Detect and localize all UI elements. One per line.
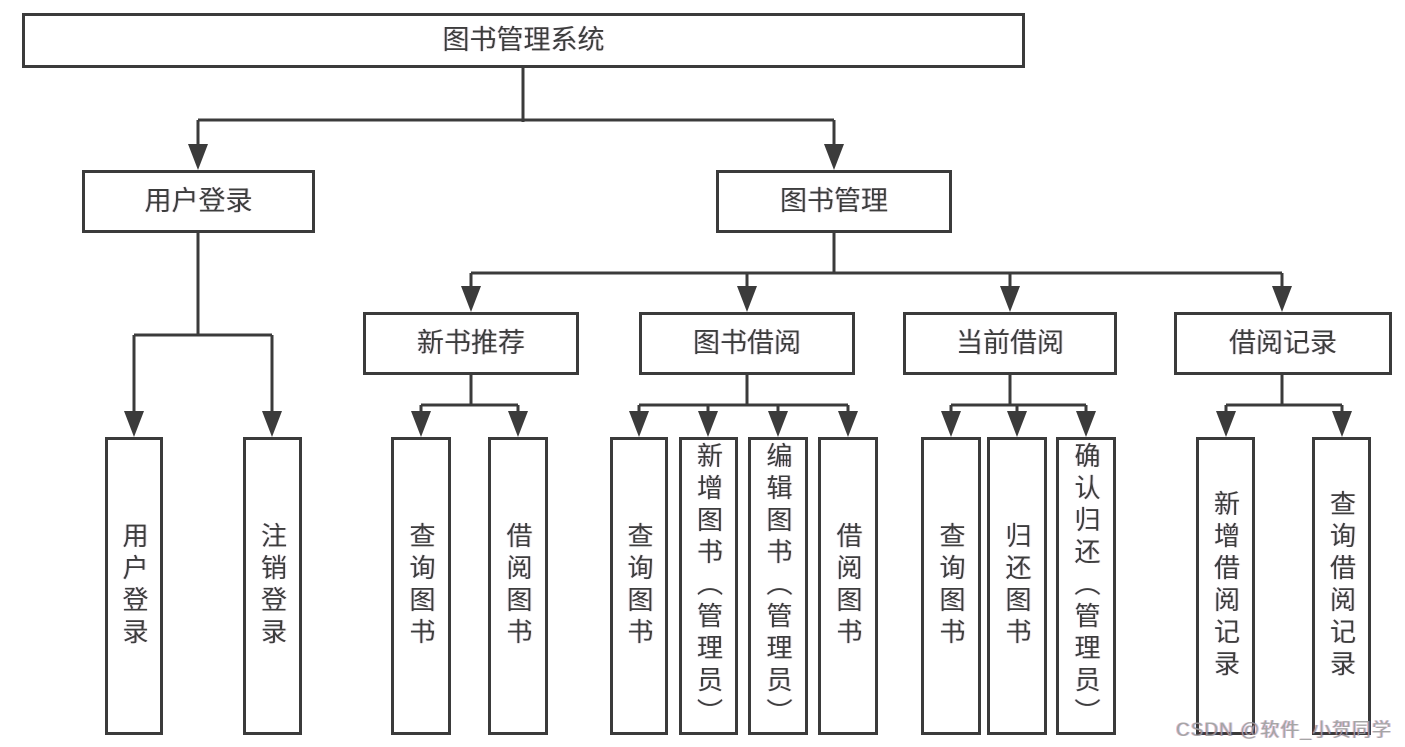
node-label: 新增图书（管理员） xyxy=(693,442,724,730)
node-label: 借阅图书 xyxy=(833,522,863,650)
node-leaf-borrow-books-1: 借阅图书 xyxy=(488,437,548,735)
node-leaf-user-login: 用户登录 xyxy=(105,437,163,735)
node-library-management-system: 图书管理系统 xyxy=(22,13,1025,68)
node-book-borrowing: 图书借阅 xyxy=(639,312,855,375)
node-leaf-logout: 注销登录 xyxy=(243,437,302,735)
node-leaf-edit-books-admin: 编辑图书（管理员） xyxy=(748,437,808,735)
node-current-borrowing: 当前借阅 xyxy=(903,312,1117,375)
node-label: 图书管理 xyxy=(780,186,888,216)
node-leaf-query-borrow-record: 查询借阅记录 xyxy=(1312,437,1371,735)
node-label: 查询图书 xyxy=(936,522,966,650)
node-new-book-recommendation: 新书推荐 xyxy=(363,312,579,375)
node-label: 查询图书 xyxy=(624,522,654,650)
node-label: 用户登录 xyxy=(144,186,253,216)
node-label: 借阅图书 xyxy=(503,522,533,650)
node-label: 注销登录 xyxy=(257,522,288,650)
node-user-login: 用户登录 xyxy=(82,170,315,233)
node-label: 图书管理系统 xyxy=(442,25,605,55)
node-leaf-borrow-books-2: 借阅图书 xyxy=(818,437,878,735)
csdn-watermark: CSDN @软件_小贺同学 xyxy=(1176,720,1392,741)
node-label: 借阅记录 xyxy=(1229,328,1337,358)
node-label: 新增借阅记录 xyxy=(1210,490,1241,682)
node-label: 确认归还（管理员） xyxy=(1071,442,1101,730)
node-label: 归还图书 xyxy=(1002,522,1032,650)
node-label: 用户登录 xyxy=(119,522,149,650)
node-label: 编辑图书（管理员） xyxy=(763,442,793,730)
node-label: 图书借阅 xyxy=(693,328,801,358)
node-leaf-return-books: 归还图书 xyxy=(987,437,1047,735)
node-book-management: 图书管理 xyxy=(716,170,952,233)
node-leaf-query-books-3: 查询图书 xyxy=(921,437,981,735)
node-leaf-query-books-1: 查询图书 xyxy=(391,437,451,735)
node-leaf-add-books-admin: 新增图书（管理员） xyxy=(679,437,738,735)
node-leaf-confirm-return-admin: 确认归还（管理员） xyxy=(1056,437,1116,735)
node-leaf-add-borrow-record: 新增借阅记录 xyxy=(1196,437,1255,735)
node-label: 新书推荐 xyxy=(417,328,525,358)
node-label: 查询图书 xyxy=(406,522,436,650)
tree-edges xyxy=(132,68,1344,433)
node-label: 查询借阅记录 xyxy=(1326,490,1357,682)
node-borrowing-records: 借阅记录 xyxy=(1174,312,1392,375)
node-label: 当前借阅 xyxy=(956,328,1064,358)
node-leaf-query-books-2: 查询图书 xyxy=(610,437,668,735)
